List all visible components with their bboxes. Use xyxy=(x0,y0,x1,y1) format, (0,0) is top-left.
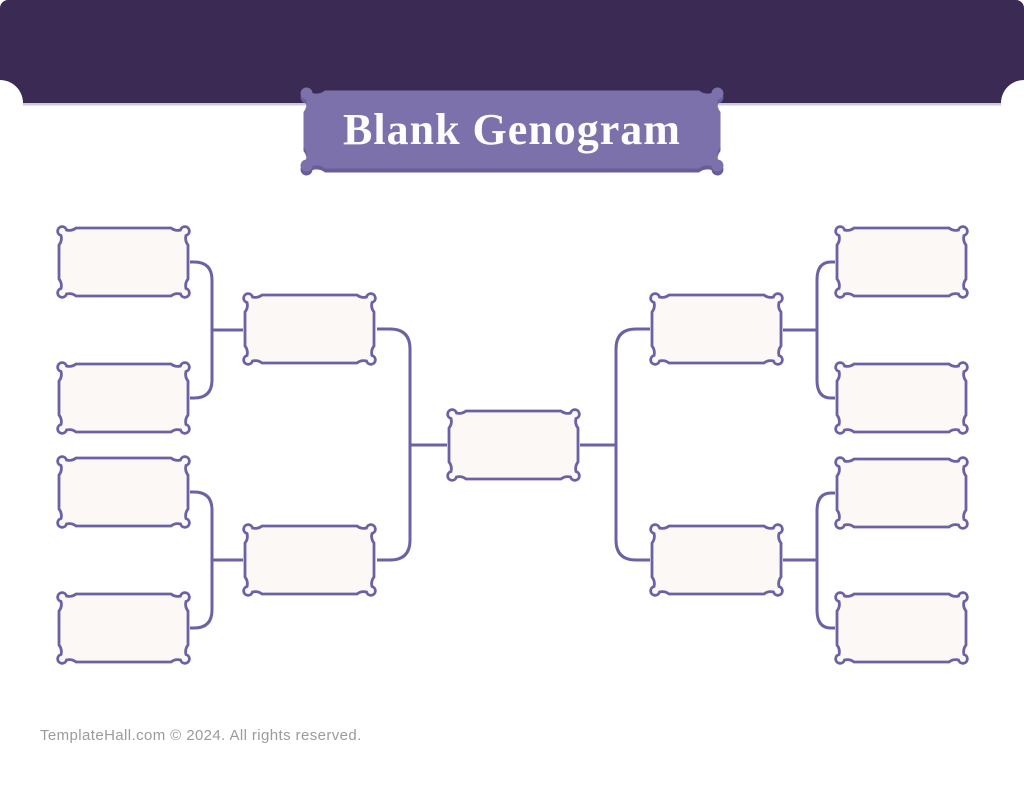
genogram-box-left-outer-2 xyxy=(56,361,191,435)
genogram-box-right-outer-1 xyxy=(834,225,969,299)
connector-left-parents xyxy=(377,327,412,562)
boxes xyxy=(56,225,969,665)
genogram-box-left-parent-top xyxy=(242,292,377,366)
copyright-footer: TemplateHall.com © 2024. All rights rese… xyxy=(40,727,362,744)
connectors xyxy=(190,260,835,630)
genogram-box-right-outer-2 xyxy=(834,361,969,435)
genogram-box-right-parent-top xyxy=(649,292,784,366)
genogram-box-right-parent-bottom xyxy=(649,523,784,597)
connector-left-outer-bottom xyxy=(190,490,214,630)
connector-left-outer-top xyxy=(190,260,214,400)
connector-right-parents xyxy=(614,327,650,562)
connector-right-outer-bottom xyxy=(815,491,835,630)
genogram-box-center xyxy=(446,408,581,482)
genogram-box-right-outer-4 xyxy=(834,591,969,665)
genogram-box-left-parent-bottom xyxy=(242,523,377,597)
connector-right-outer-top xyxy=(815,260,835,400)
genogram-box-left-outer-4 xyxy=(56,591,191,665)
header-banner xyxy=(0,0,1024,103)
genogram-box-right-outer-3 xyxy=(834,456,969,530)
title-plaque xyxy=(300,87,724,172)
genogram-box-left-outer-1 xyxy=(56,225,191,299)
genogram-box-left-outer-3 xyxy=(56,455,191,529)
